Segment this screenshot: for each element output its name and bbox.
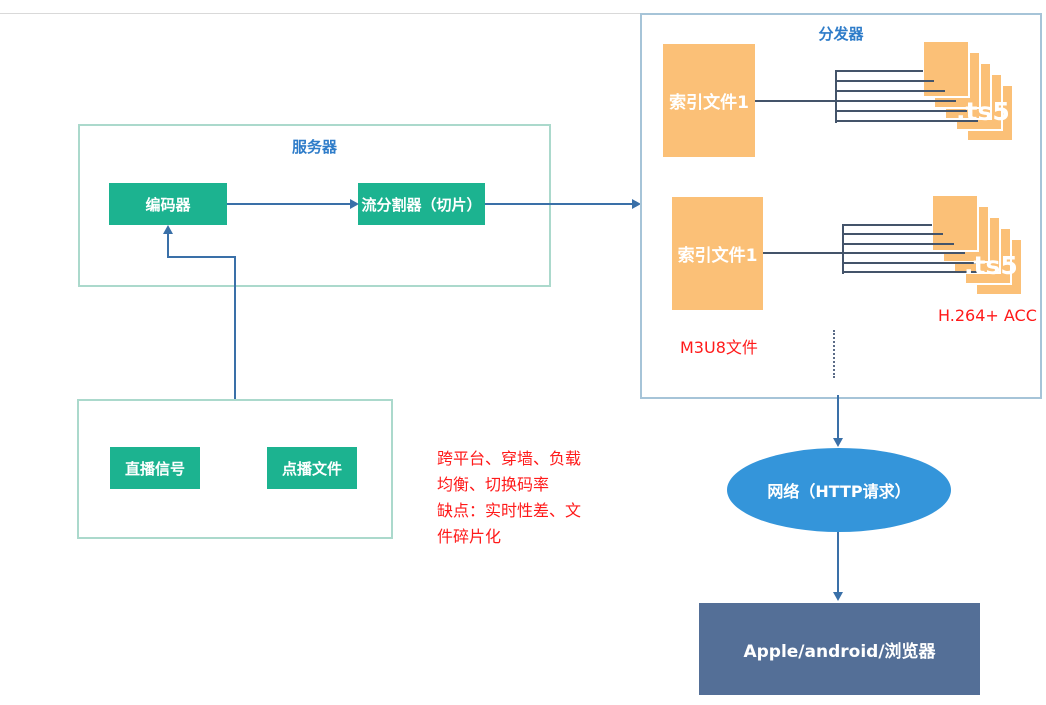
note-line-3: 缺点：实时性差、文 (437, 501, 582, 520)
index-file-2-label: 索引文件1 (677, 246, 758, 266)
m3u8-label: M3U8文件 (680, 338, 758, 357)
fan2-line (842, 233, 943, 235)
network-label: 网络（HTTP请求） (767, 482, 911, 501)
arrowhead-distributor (632, 199, 641, 209)
fan1-vertical (835, 70, 837, 123)
codec-label: H.264+ ACC (938, 306, 1037, 325)
fan2-line (842, 262, 976, 264)
ellipsis-dotted-line (833, 330, 835, 378)
connector-splitter-distributor (485, 203, 633, 205)
ts-page (931, 194, 979, 252)
note-line-4: 件碎片化 (437, 527, 502, 546)
connector-feed-vertical-2 (234, 256, 236, 399)
vod-file-label: 点播文件 (281, 459, 342, 478)
server-title: 服务器 (291, 138, 337, 156)
ts-stack-2-label: .ts5 (964, 251, 1018, 280)
client-label: Apple/android/浏览器 (743, 641, 936, 662)
fan1-line (835, 100, 956, 102)
network-ellipse: 网络（HTTP请求） (727, 448, 951, 532)
splitter-label: 流分割器（切片） (361, 195, 482, 214)
index-file-2-node: 索引文件1 (672, 197, 763, 310)
fan1-connector (755, 100, 835, 102)
connector-encoder-splitter (227, 203, 352, 205)
fan1-line (835, 70, 923, 72)
note-line-1: 跨平台、穿墙、负载 (437, 449, 582, 468)
fan2-line (842, 252, 965, 254)
live-signal-label: 直播信号 (124, 459, 185, 478)
fan2-line (842, 271, 984, 273)
arrowhead-splitter (350, 199, 359, 209)
advantages-note: 跨平台、穿墙、负载 均衡、切换码率 缺点：实时性差、文 件碎片化 (437, 446, 617, 550)
connector-distributor-network (837, 395, 839, 439)
connector-feed-vertical-1 (167, 233, 169, 258)
encoder-node: 编码器 (109, 183, 227, 225)
note-line-2: 均衡、切换码率 (437, 475, 550, 494)
fan2-line (842, 224, 932, 226)
connector-network-client (837, 532, 839, 593)
arrowhead-encoder (163, 225, 173, 234)
distributor-title: 分发器 (818, 25, 864, 43)
fan1-line (835, 90, 945, 92)
live-signal-node: 直播信号 (110, 447, 200, 489)
top-divider-line (0, 13, 641, 14)
fan2-line (842, 243, 954, 245)
ts-stack-1-label: .ts5 (956, 97, 1010, 126)
index-file-1-label: 索引文件1 (669, 93, 749, 113)
arrowhead-client (833, 592, 843, 601)
arrowhead-network (833, 438, 843, 447)
splitter-node: 流分割器（切片） (358, 183, 485, 225)
fan1-line (835, 110, 967, 112)
connector-feed-horizontal (167, 256, 236, 258)
fan2-vertical (842, 224, 844, 274)
ts-page (922, 40, 970, 98)
index-file-1-node: 索引文件1 (663, 44, 755, 157)
encoder-label: 编码器 (145, 195, 191, 214)
vod-file-node: 点播文件 (267, 447, 357, 489)
fan1-line (835, 80, 934, 82)
fan1-line (835, 120, 978, 122)
client-node: Apple/android/浏览器 (699, 603, 980, 695)
fan2-connector (763, 252, 842, 254)
